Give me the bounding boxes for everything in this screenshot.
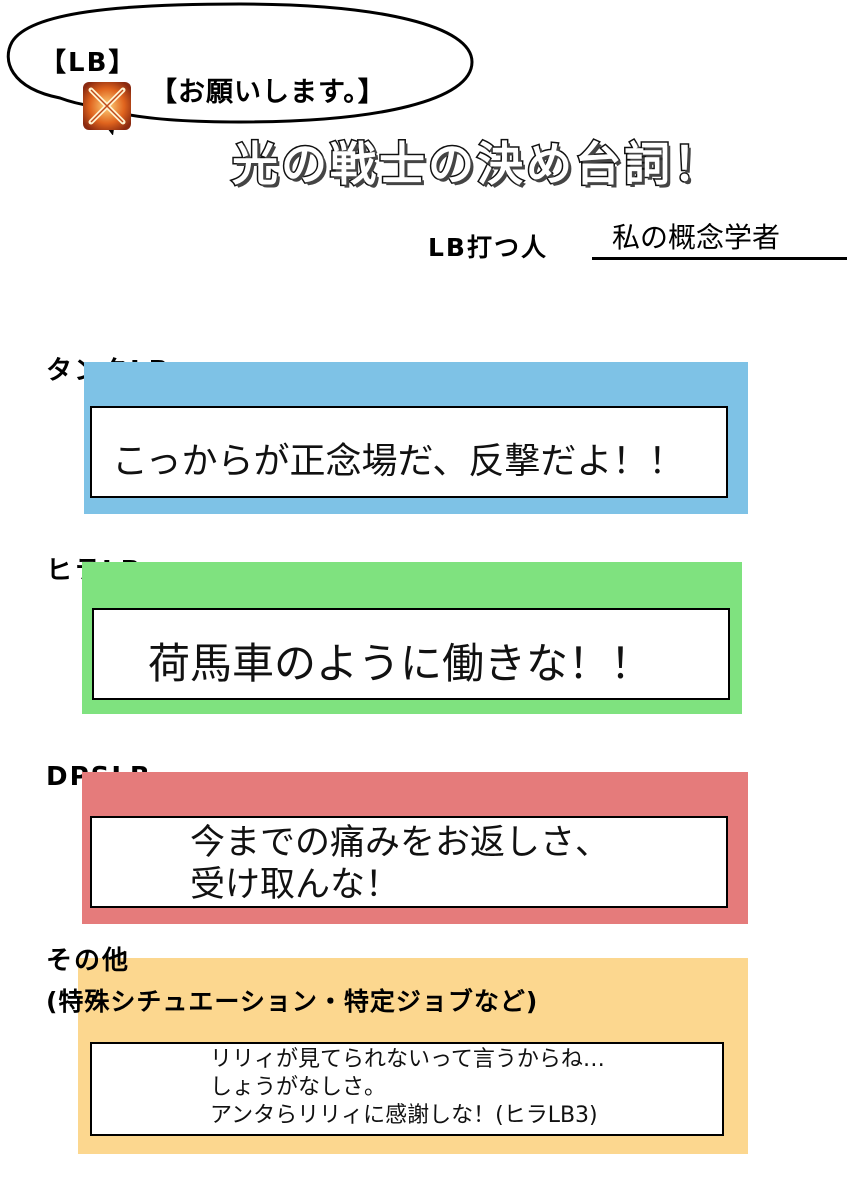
- shooter-label: LB打つ人: [428, 233, 548, 262]
- other-quote-line2: しょうがなしさ。: [210, 1075, 387, 1100]
- other-panel: リリィが見てられないって言うからね… しょうがなしさ。 アンタらリリィに感謝しな…: [78, 958, 748, 1154]
- healer-lb-panel: 荷馬車のように働きな！！: [82, 562, 742, 714]
- dps-lb-quote-line2: 受け取んな！: [190, 865, 401, 905]
- request-tag: 【お願いします。】: [150, 77, 386, 108]
- other-quote-line3: アンタらリリィに感謝しな！(ヒラLB3): [210, 1103, 598, 1128]
- tank-lb-quote: こっからが正念場だ、反撃だよ！！: [112, 441, 685, 482]
- shooter-underline: [592, 257, 847, 260]
- other-quote-line1: リリィが見てられないって言うからね…: [210, 1047, 605, 1072]
- dps-lb-quote-box: 今までの痛みをお返しさ、 受け取んな！: [90, 816, 728, 908]
- other-label: その他: [46, 946, 131, 976]
- healer-lb-quote: 荷馬車のように働きな！！: [148, 639, 653, 688]
- crossed-swords-icon: [83, 82, 131, 130]
- other-quote-box: リリィが見てられないって言うからね… しょうがなしさ。 アンタらリリィに感謝しな…: [90, 1042, 724, 1136]
- other-sublabel: (特殊シチュエーション・特定ジョブなど): [46, 987, 539, 1016]
- tank-lb-panel: こっからが正念場だ、反撃だよ！！: [84, 362, 748, 514]
- healer-lb-quote-box: 荷馬車のように働きな！！: [92, 608, 730, 700]
- page-title: 光の戦士の決め台詞！: [231, 136, 722, 193]
- lb-tag: 【LB】: [40, 48, 137, 78]
- dps-lb-quote-line1: 今までの痛みをお返しさ、: [190, 823, 611, 863]
- tank-lb-quote-box: こっからが正念場だ、反撃だよ！！: [90, 406, 728, 498]
- dps-lb-panel: 今までの痛みをお返しさ、 受け取んな！: [82, 772, 748, 924]
- shooter-name: 私の概念学者: [612, 221, 781, 254]
